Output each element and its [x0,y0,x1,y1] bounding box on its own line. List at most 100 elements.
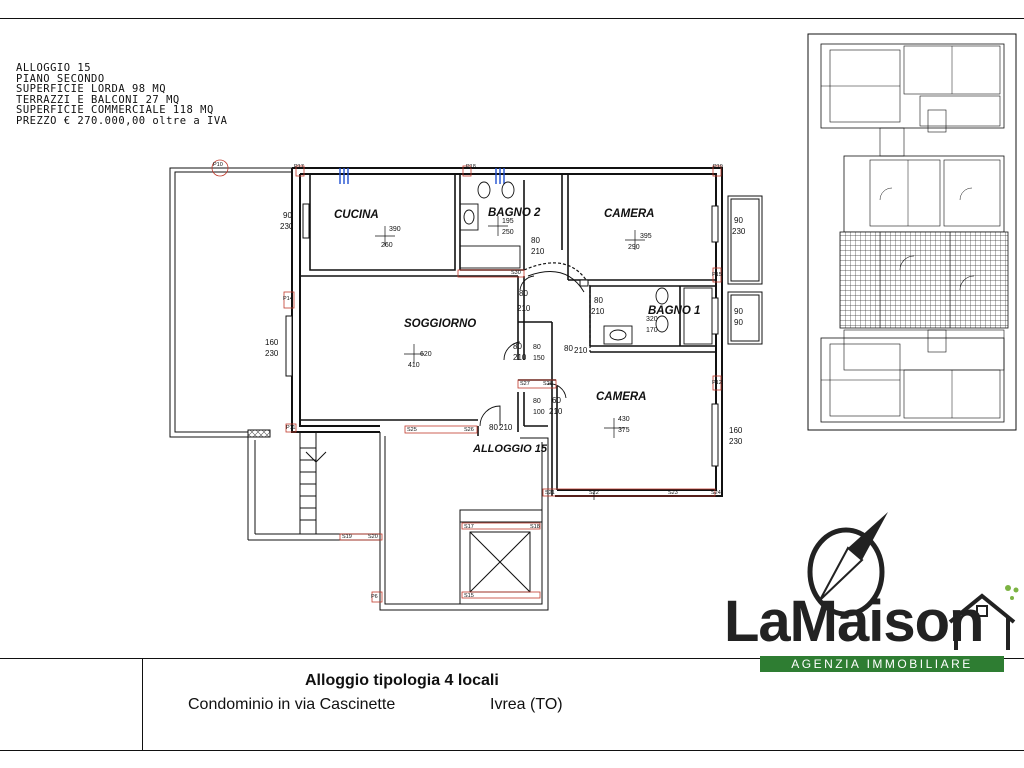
window-dim: 90 [283,211,292,220]
beam-label: S28 [543,381,553,387]
dimension-crosses [375,216,645,500]
window-dim: 160 [265,338,279,347]
beam-label: S19 [342,534,352,540]
dim-label: 250 [502,229,514,236]
curved-wall [523,262,591,352]
pillar-label: P6 [371,594,378,600]
window-dim: 160 [729,426,743,435]
pillar-label: P15 [712,272,722,278]
curved-wall-2 [527,271,585,293]
info-line: SUPERFICIE COMMERCIALE 118 MQ [16,104,214,116]
plumbing [339,168,505,184]
sheet-title: Alloggio tipologia 4 locali [305,672,499,689]
door-dim: 210 [517,304,531,313]
stairwell [247,432,549,611]
pillar-label: P19 [713,164,723,170]
beam-label: S25 [407,427,417,433]
info-line: TERRAZZI E BALCONI 27 MQ [16,93,180,106]
beam-label: S24 [711,490,721,496]
room-label-soggiorno: SOGGIORNO [404,318,477,330]
dim-label: 430 [618,416,630,423]
door-dim: 210 [549,407,563,416]
door-dim: 210 [499,423,513,432]
dim-label: 195 [502,218,514,225]
room-label-cucina: CUCINA [334,209,379,221]
agency-logo-band [760,656,1004,672]
beam-label: S15 [464,593,474,599]
door-dim: 100 [533,409,545,416]
house-compass-icon [807,512,1019,650]
door-dim: 80 [519,289,528,298]
dim-label: 320 [646,316,658,323]
door-dim: 80 [533,398,541,405]
info-line: ALLOGGIO 15 [16,62,92,74]
sheet-address: Condominio in via Cascinette [188,696,396,713]
door-dim: 80 [531,236,540,245]
door-dim: 80 [489,423,498,432]
frame-titlebox-divider [142,658,143,750]
beams-outline [211,159,722,603]
bathroom-fixtures [459,181,713,345]
beam-label: S21 [545,490,555,496]
terrace-left [169,167,292,438]
beam-label: S20 [368,534,378,540]
window-dim: 90 [734,307,743,316]
room-label-camera1: CAMERA [604,208,655,220]
beam-label: S26 [464,427,474,433]
site-map [807,33,1017,431]
dim-label: 395 [640,233,652,240]
door-dim: 80 [564,344,573,353]
door-dim: 210 [531,247,545,256]
frame-top [0,18,1024,19]
unit-label: ALLOGGIO 15 [473,443,547,455]
window-dim: 230 [265,349,279,358]
beam-label: S17 [464,524,474,530]
dim-label: 260 [381,242,393,249]
frame-titlebox-top [0,658,1024,659]
pillar-label: P18 [466,164,476,170]
window-dim: 230 [280,222,294,231]
info-line: SUPERFICIE LORDA 98 MQ [16,83,167,95]
agency-logo-wordmark: LaMaison [724,589,984,654]
sheet-city: Ivrea (TO) [490,696,563,713]
door-dim: 210 [513,353,527,362]
pillar-label: P10 [213,162,223,168]
door-arcs [479,275,567,427]
unit-info: ALLOGGIO 15 PIANO SECONDO SUPERFICIE LOR… [16,63,227,126]
dim-label: 290 [628,244,640,251]
dim-label: 620 [420,351,432,358]
window-dim: 230 [729,437,743,446]
beam-label: S30 [511,270,521,276]
pillar-label: P17 [294,164,304,170]
balconies-right [727,195,763,345]
door-dim: 80 [594,296,603,305]
door-dim: 210 [574,346,588,355]
room-label-bagno2: BAGNO 2 [488,207,541,219]
door-dim: 60 [552,396,561,405]
window-dim: 230 [732,227,746,236]
beam-label: S23 [668,490,678,496]
door-dim: 210 [591,307,605,316]
room-label-camera2: CAMERA [596,391,647,403]
beam-label: S27 [520,381,530,387]
frame-bottom [0,750,1024,751]
info-line: PREZZO € 270.000,00 oltre a IVA [16,114,228,127]
window-dim: 90 [734,216,743,225]
windows [285,203,719,467]
agency-logo-tagline: AGENZIA IMMOBILIARE [791,657,973,671]
pillar-label: P12 [712,380,722,386]
door-dim: 80 [513,342,522,351]
pillar-label: P11 [286,425,296,431]
dim-label: 170 [646,327,658,334]
pillar-label: P14 [283,296,293,302]
beam-label: S22 [589,490,599,496]
dim-label: 410 [408,362,420,369]
beam-label: S18 [530,524,540,530]
door-dim: 80 [533,344,541,351]
dim-label: 375 [618,427,630,434]
info-line: PIANO SECONDO [16,72,105,85]
door-dim: 150 [533,355,545,362]
dim-label: 390 [389,226,401,233]
